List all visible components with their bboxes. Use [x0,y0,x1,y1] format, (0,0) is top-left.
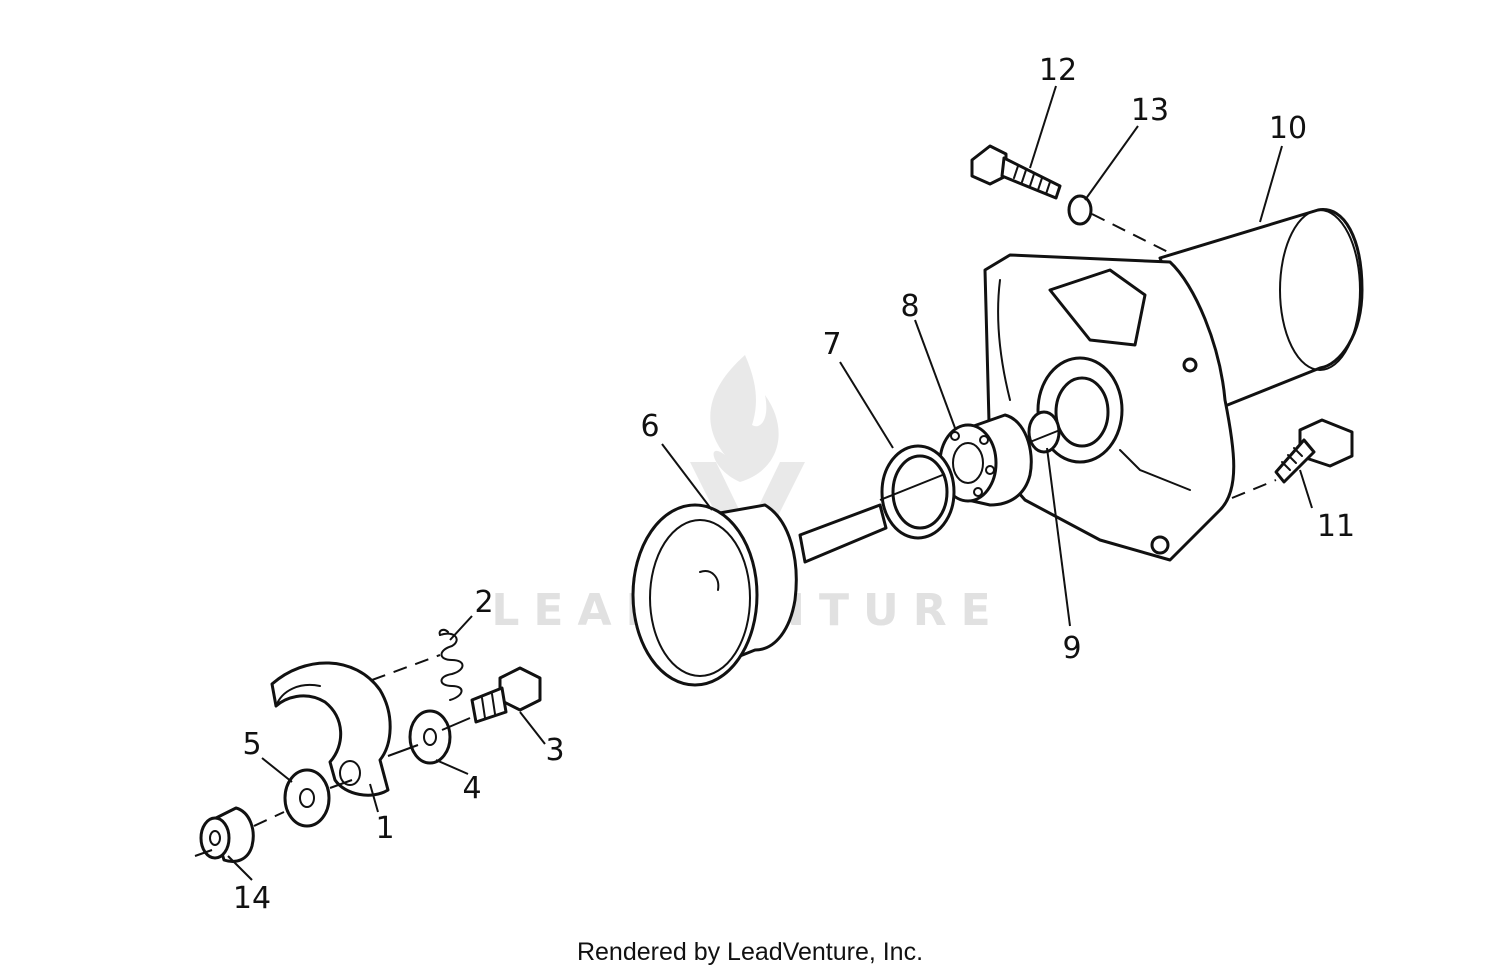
callout-11: 11 [1317,509,1355,544]
part-spring-2 [438,628,464,701]
part-bolt-12 [970,144,1062,200]
leader-lines [227,85,1313,881]
part-washer-5 [283,768,331,828]
callout-4: 4 [462,771,481,806]
part-shoulder-bolt-3 [470,666,542,724]
callout-12: 12 [1039,53,1077,88]
part-clutch-shoe-1 [270,661,392,797]
leadventure-flame-logo [710,355,779,482]
assembly-lines [194,213,1277,857]
callouts: 12 13 10 8 7 6 11 9 2 3 4 5 1 14 [233,53,1355,916]
leadventure-v-logo [690,462,805,552]
part-starter-housing [983,208,1364,562]
callout-14: 14 [233,881,271,916]
part-retaining-ring-7 [880,444,956,540]
callout-6: 6 [640,409,659,444]
part-washer-4 [408,709,452,765]
part-clutch-drum-6 [631,503,888,687]
part-clip-9 [1027,410,1061,454]
rendered-by-credit: Rendered by LeadVenture, Inc. [576,938,924,966]
callout-9: 9 [1062,631,1081,666]
callout-3: 3 [545,733,564,768]
callout-5: 5 [242,727,261,762]
callout-10: 10 [1269,111,1307,146]
callout-13: 13 [1131,93,1169,128]
part-bushing-14 [199,806,255,863]
part-screw-11 [1274,418,1354,484]
callout-2: 2 [474,585,493,620]
callout-1: 1 [375,811,394,846]
part-lockwasher-13 [1067,194,1093,226]
callout-8: 8 [900,289,919,324]
callout-7: 7 [822,327,841,362]
